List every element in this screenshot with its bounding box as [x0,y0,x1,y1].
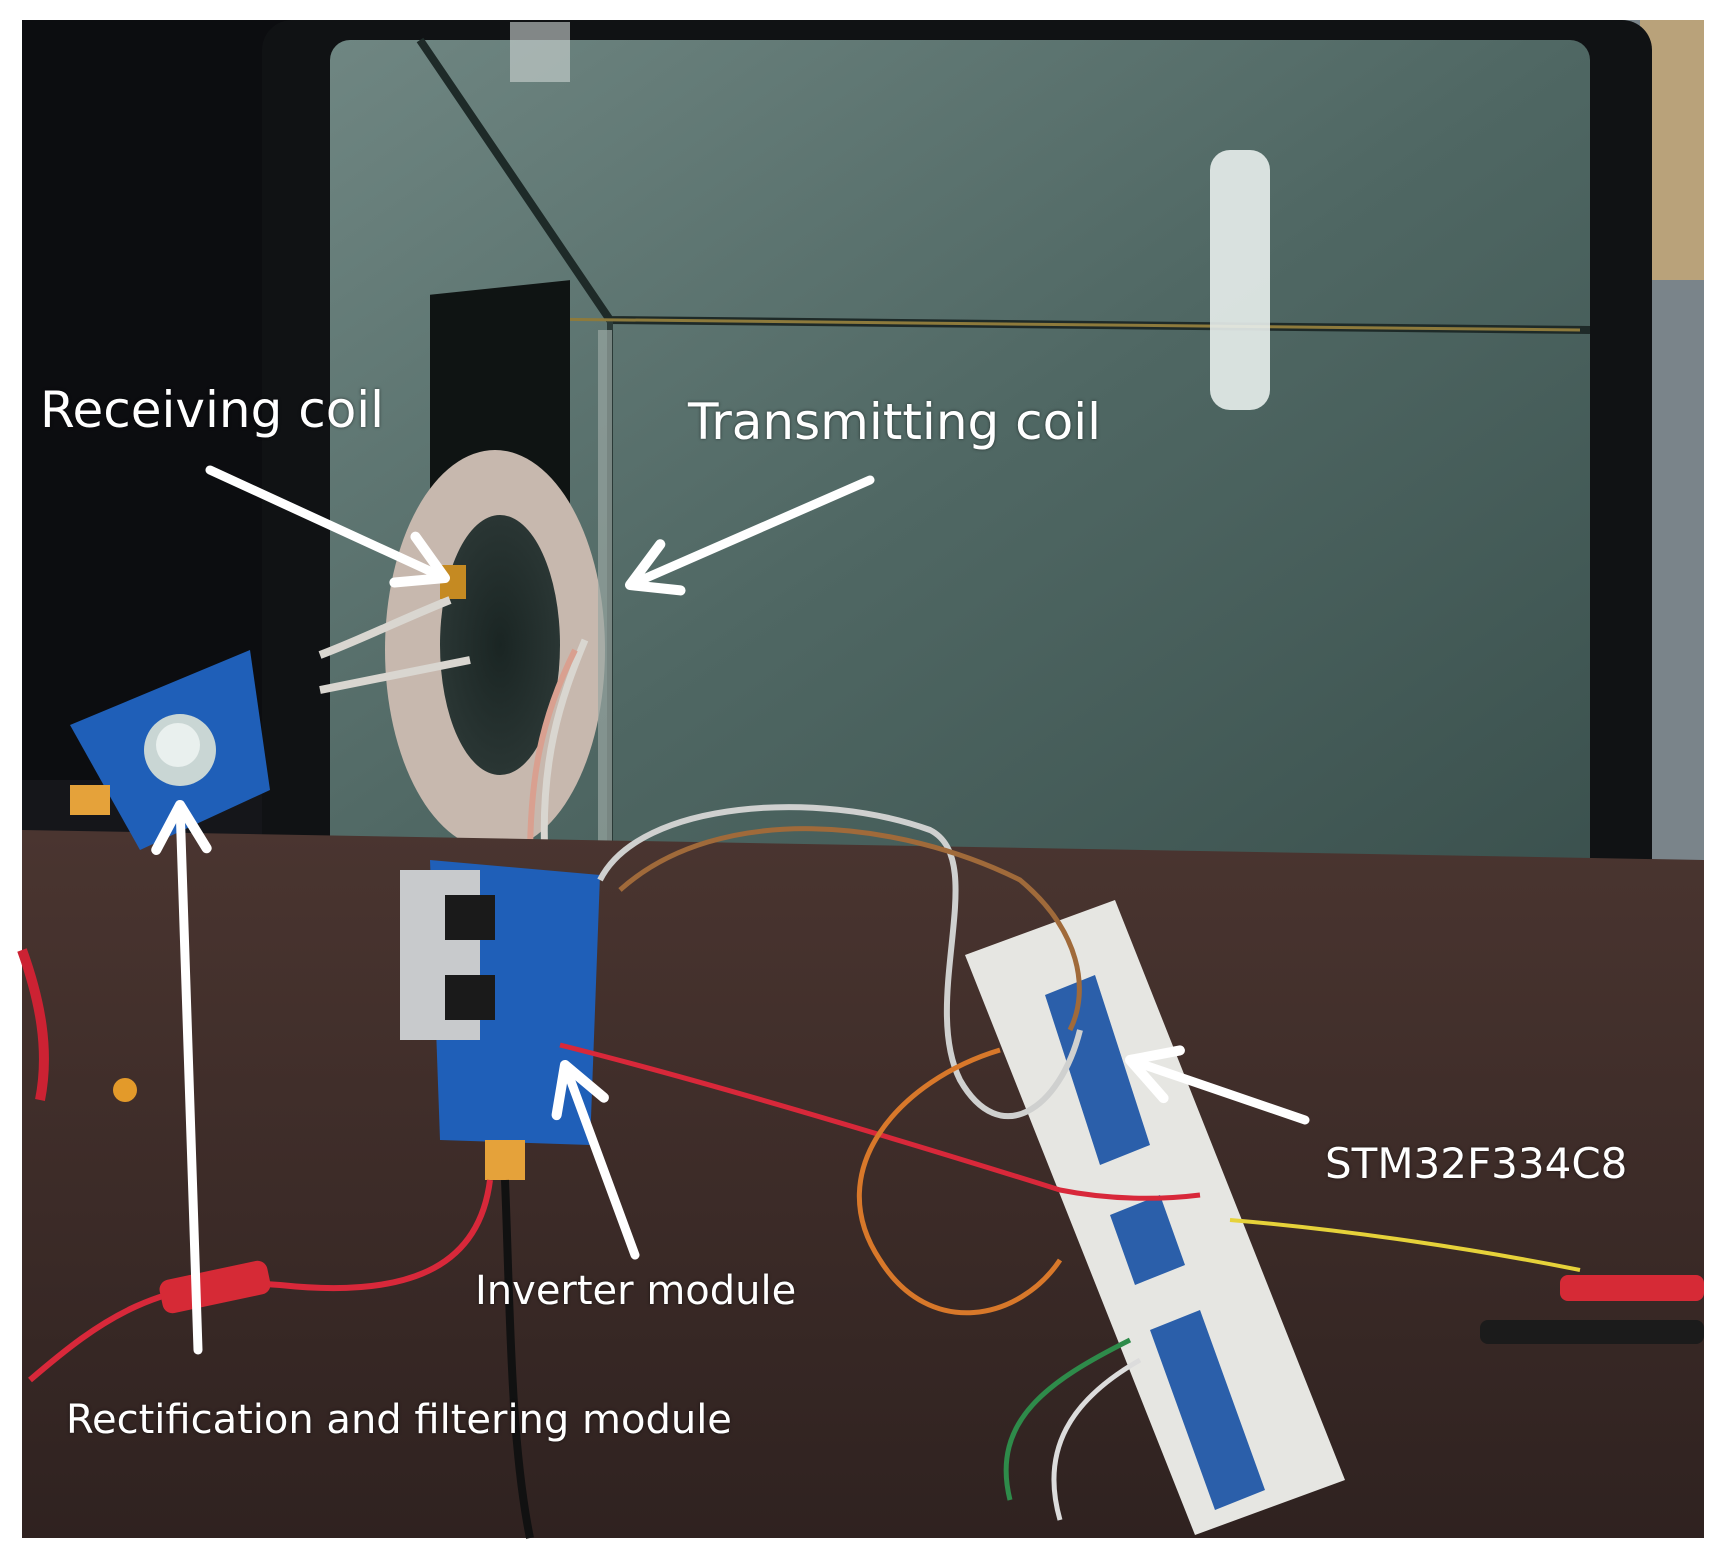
wire-red-left [17,948,49,1101]
light-reflection-small [510,22,570,82]
arrow-receiving-coil [205,465,451,588]
label-stm32-controller: STM32F334C8 [1325,1139,1628,1188]
alligator-clip-right-red [1560,1275,1704,1301]
alligator-clip-right-black [1480,1320,1704,1344]
arrow-transmitting-coil [624,475,875,596]
rectifier-connector [70,785,110,815]
arrow-inverter [551,1059,640,1260]
label-inverter-module: Inverter module [475,1268,797,1314]
wire-black-dc [501,1179,534,1539]
inverter-mosfet-2 [445,975,495,1020]
coil-wire-2 [319,656,471,694]
wire-yellow [1229,1218,1581,1272]
inverter-connector [485,1140,525,1180]
mcu-board-3 [1150,1310,1265,1510]
tx-wire-2 [527,648,578,861]
wire-red-dc [28,1179,493,1383]
arrow-stm32 [1124,1045,1310,1125]
transmitting-coil-plate [598,330,612,890]
label-transmitting-coil: Transmitting coil [688,393,1102,451]
light-reflection [1210,150,1270,410]
label-rectification-module: Rectification and filtering module [66,1397,732,1443]
table-marker [113,1078,137,1102]
wire-white-loop [597,804,1083,1120]
mcu-board-2 [1110,1195,1185,1285]
wire-red-signal [559,1042,1201,1201]
wire-white-2 [1051,1357,1142,1521]
water-tank [330,40,1590,920]
alligator-clip-left [159,1260,271,1314]
wire-green [1003,1337,1132,1501]
inverter-mosfet-1 [445,895,495,940]
label-receiving-coil: Receiving coil [40,381,385,439]
rectifier-capacitor-top [156,723,200,767]
arrow-rectifier [151,799,212,1355]
tx-wire-1 [540,638,589,861]
receiving-coil-center [440,515,560,775]
coil-wire-1 [318,596,452,659]
waterline [439,316,1581,332]
wire-brown-loop [618,826,1082,1032]
wire-orange-loop [857,1047,1063,1316]
